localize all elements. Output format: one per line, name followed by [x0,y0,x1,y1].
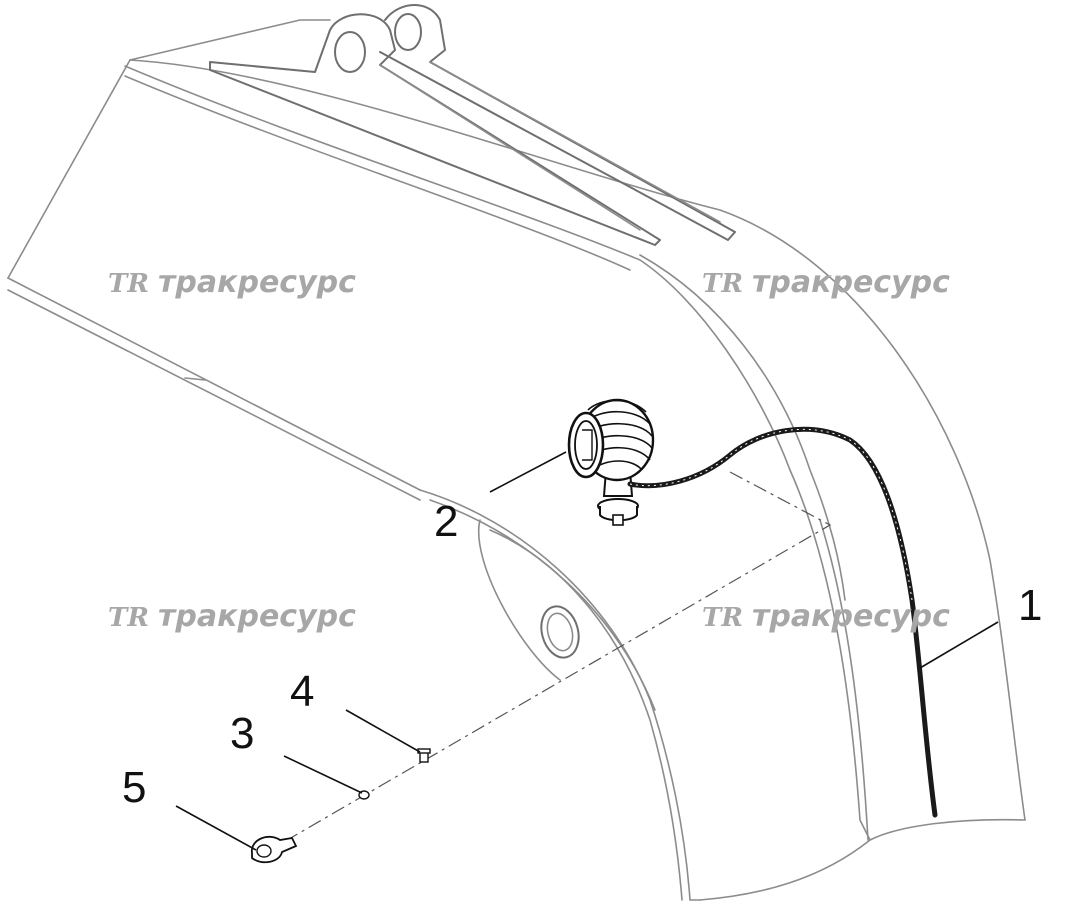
bolt-part [417,748,431,763]
leader-lines [175,451,999,851]
callout-2: 2 [434,497,458,546]
svg-text:тракресурс: тракресурс [752,265,950,300]
top-bracket [209,4,736,246]
svg-text:TR: TR [108,269,149,299]
work-light [567,398,655,526]
svg-text:тракресурс: тракресурс [752,599,950,634]
assembly-axis [269,471,832,851]
callout-5: 5 [122,763,146,812]
boom-body [7,19,1026,901]
watermark-bottom-left: TR тракресурс [108,599,356,634]
svg-text:TR: TR [108,603,149,633]
watermark-top-right: TR тракресурс [702,265,950,300]
watermarks: TR тракресурс TR тракресурс TR тракресур… [108,265,950,634]
callout-4: 4 [290,667,314,716]
svg-text:TR: TR [702,269,743,299]
callout-labels: 1 2 3 4 5 [122,497,1042,812]
svg-text:тракресурс: тракресурс [158,265,356,300]
watermark-top-left: TR тракресурс [108,265,356,300]
svg-text:TR: TR [702,603,743,633]
cable-harness [627,426,938,818]
watermark-bottom-right: TR тракресурс [702,599,950,634]
svg-text:тракресурс: тракресурс [158,599,356,634]
p-clip-part [251,835,298,864]
callout-3: 3 [230,709,254,758]
callout-1: 1 [1018,581,1042,630]
